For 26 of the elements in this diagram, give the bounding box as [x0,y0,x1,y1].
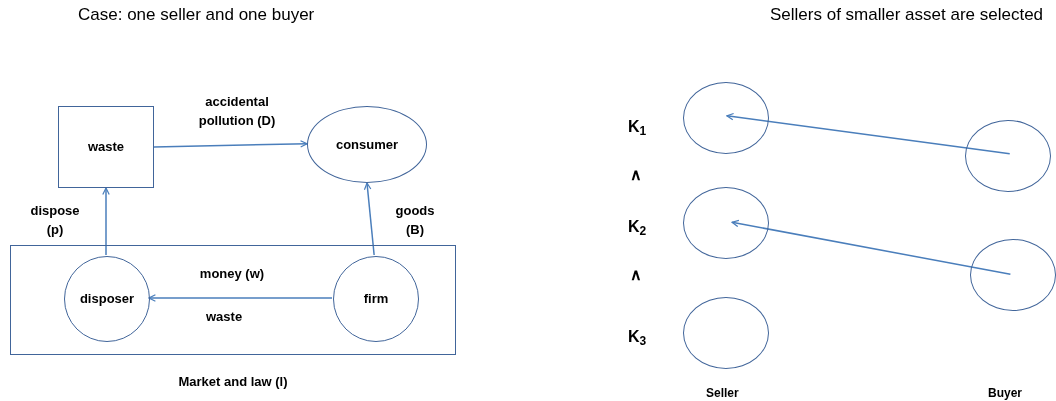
capacity-label: K$_{2}$ [628,217,647,239]
node-label: disposer [79,290,135,309]
arrow [363,182,375,256]
node-label: Market and law (l) [178,373,288,391]
node-label: consumer [335,135,399,154]
node-label: waste [87,138,125,157]
arrow [731,219,1012,276]
panel-title: Sellers of smaller asset are selected [770,4,1044,26]
arrow [726,112,1011,155]
column-label: Seller [706,385,739,401]
waste-box [58,106,154,188]
capacity-label: K$_{3}$ [628,327,647,349]
column-label: Buyer [988,385,1022,401]
capacity-label: K$_{1}$ [628,117,647,139]
node-label: firm [363,290,389,309]
arrow [148,294,333,302]
edge-label: accidental pollution (D) [197,93,277,130]
arrow [102,187,110,256]
inequality-sign: ∧ [630,265,642,285]
inequality-sign: ∧ [630,165,642,185]
edge-label: goods (B) [394,202,436,239]
panel-title: Case: one seller and one buyer [78,4,315,26]
edge-label: dispose (p) [29,202,81,239]
arrow [153,140,308,148]
edge-label: money (w) [198,265,266,283]
flow-label: waste [206,308,243,326]
